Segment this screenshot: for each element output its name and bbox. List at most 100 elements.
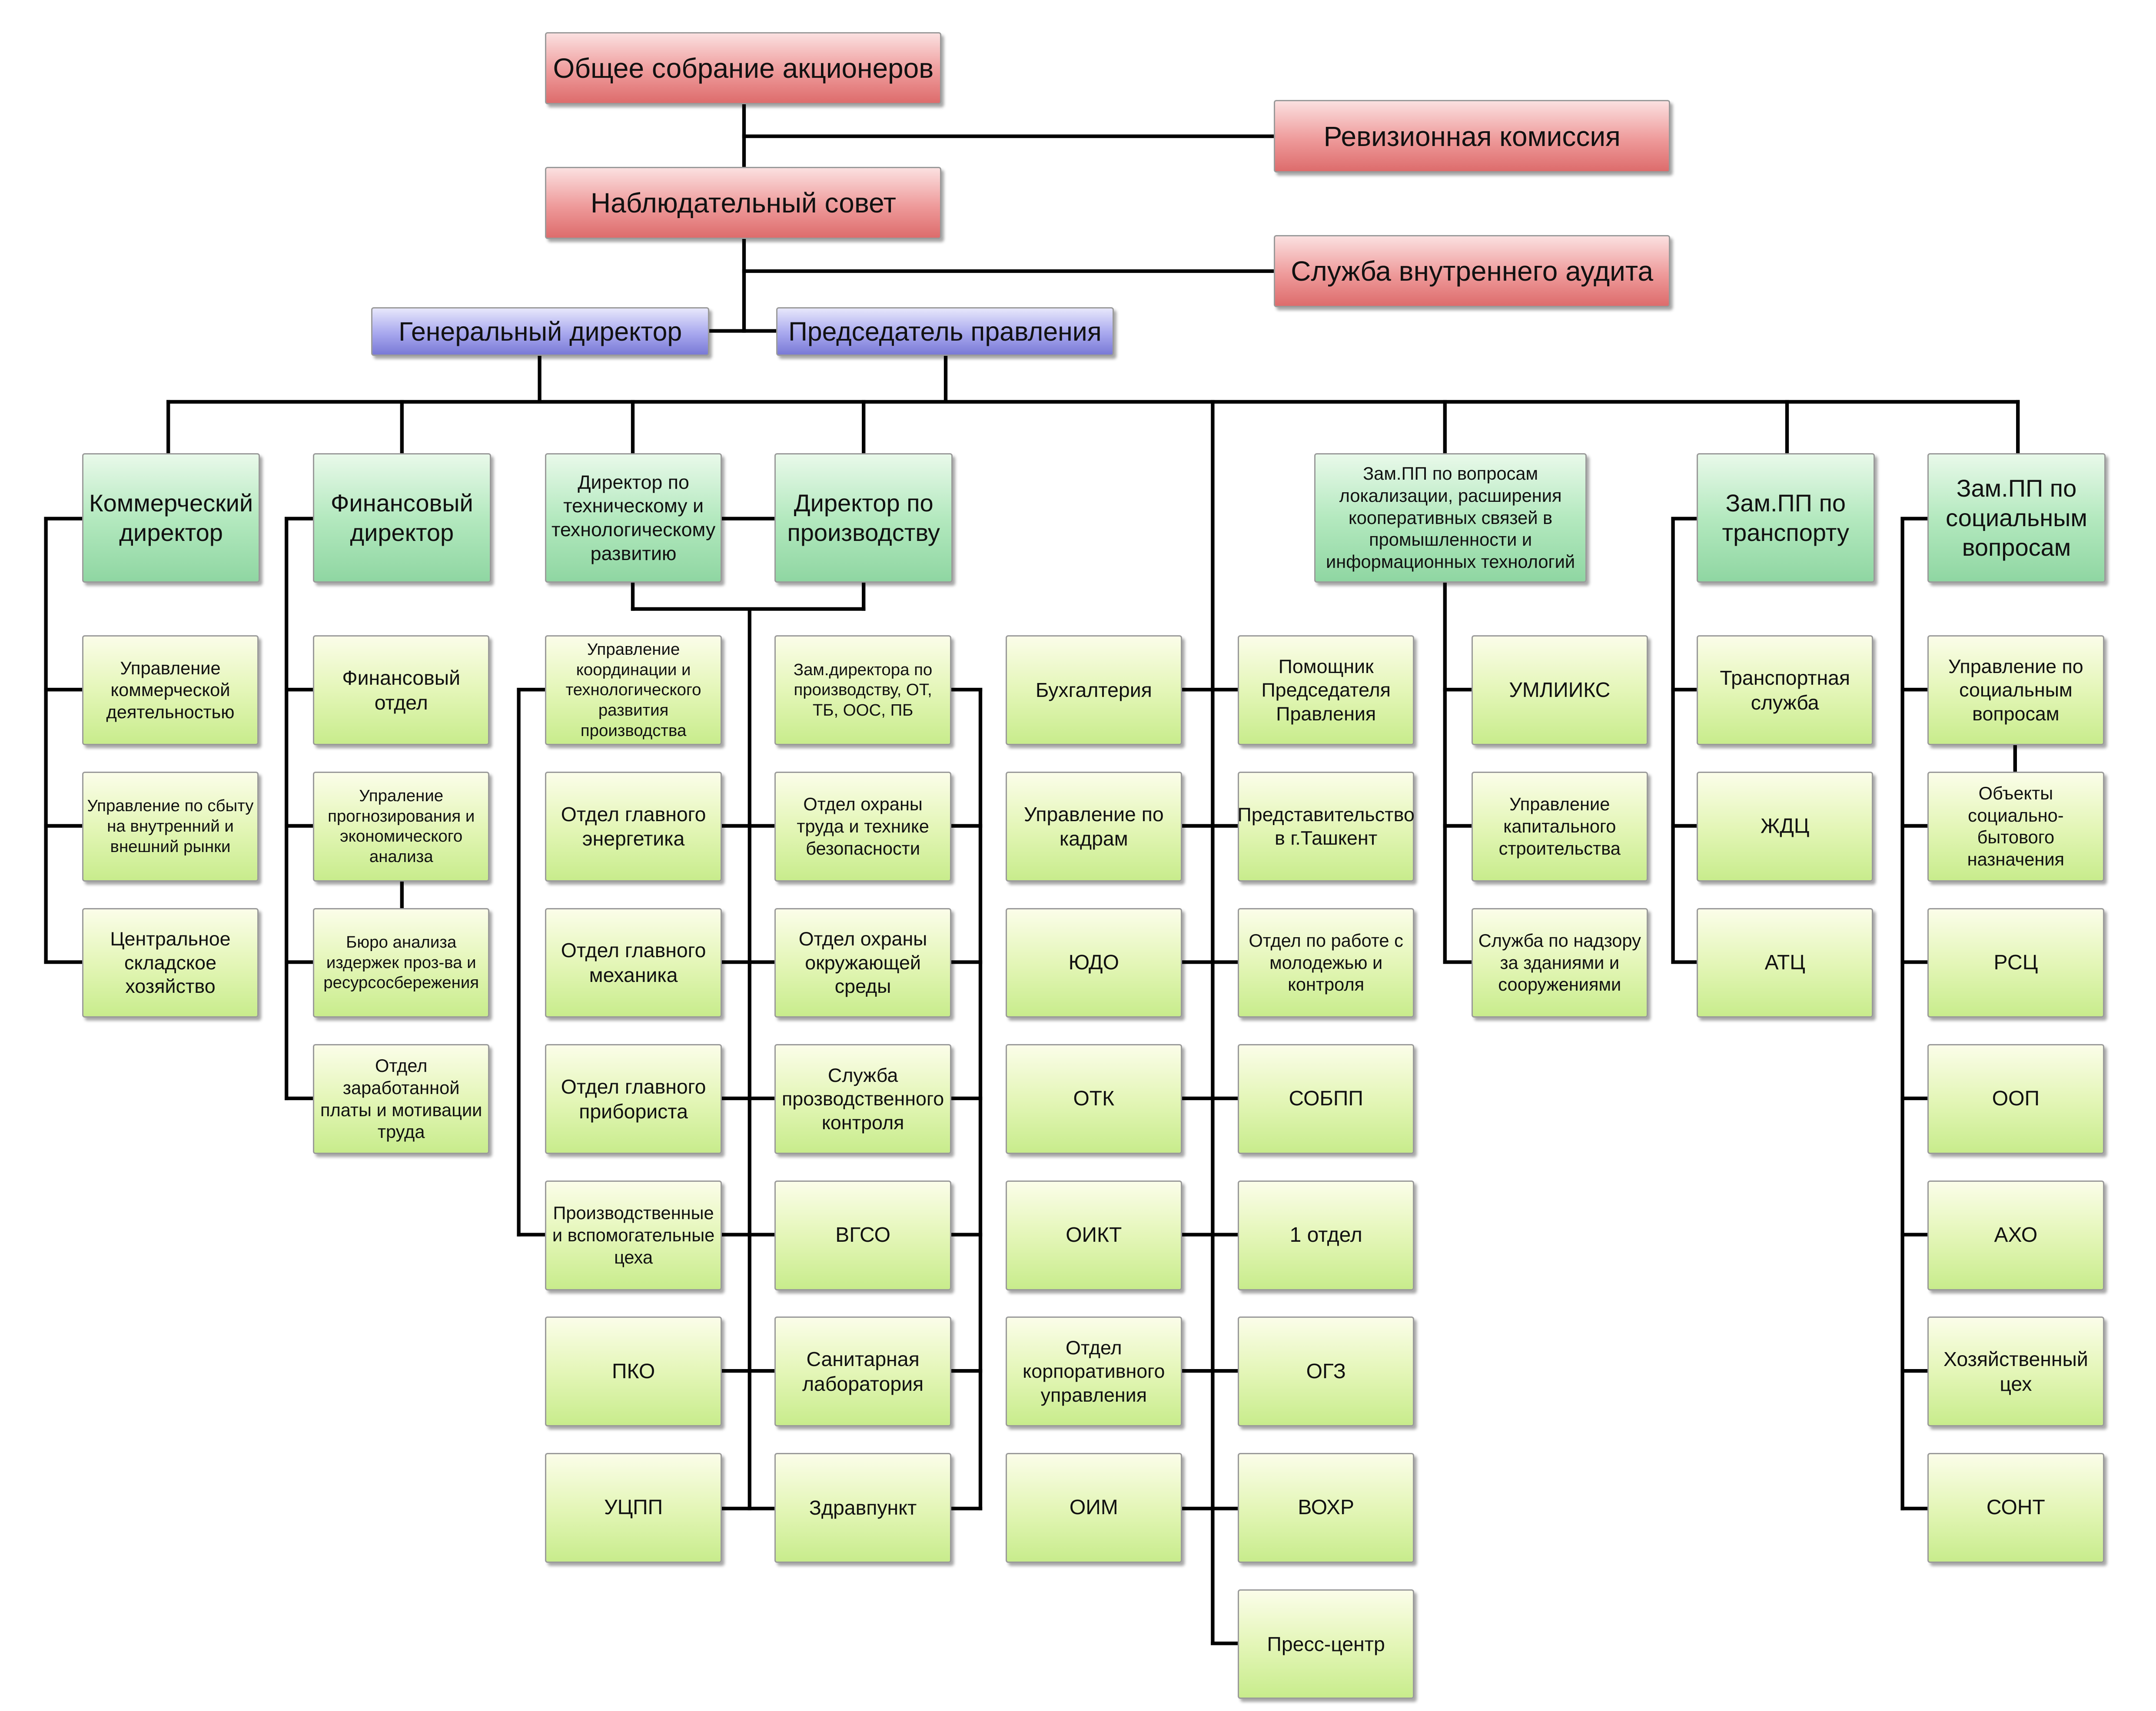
localization-unit-1-label: УМЛИИКС — [1509, 678, 1611, 702]
technical-unit-7-label: УЦПП — [604, 1496, 663, 1519]
finance-unit-4: Отдел заработанной платы и мотивации тру… — [313, 1044, 490, 1154]
chairman_direct_right-unit-1-label: Помощник Председателя Правления — [1261, 655, 1391, 725]
technical-unit-2-label: Отдел главного энергетика — [561, 802, 706, 850]
chairman_direct_left-unit-6-label: Отдел корпоративного управления — [1023, 1336, 1165, 1406]
production-unit-4: Служба прозводственного контроля — [774, 1044, 951, 1154]
production-unit-6-label: Санитарная лаборатория — [802, 1348, 924, 1395]
production-unit-4-label: Служба прозводственного контроля — [781, 1064, 944, 1134]
production-unit-7: Здравпункт — [774, 1453, 951, 1563]
head-localization: Зам.ПП по вопросам локализации, расширен… — [1314, 453, 1587, 583]
technical-unit-1-label: Управление координации и технологическог… — [565, 640, 701, 740]
finance-unit-2: Упраление прогнозирования и экономическо… — [313, 772, 490, 882]
finance-unit-2-label: Упраление прогнозирования и экономическо… — [328, 786, 475, 866]
general-director-box-label: Генеральный директор — [399, 317, 682, 347]
social-unit-3-label: РСЦ — [1993, 951, 2038, 974]
technical-unit-4: Отдел главного прибориста — [545, 1044, 722, 1154]
chairman_direct_right-unit-5: 1 отдел — [1238, 1180, 1415, 1290]
chairman_direct_right-unit-8-label: Пресс-центр — [1267, 1632, 1385, 1655]
head-transport-label: Зам.ПП по транспорту — [1722, 489, 1850, 546]
head-production: Директор по производству — [774, 453, 953, 583]
board-chairman-box: Председатель правления — [776, 307, 1114, 356]
chairman_direct_left-unit-3-label: ЮДО — [1068, 951, 1119, 974]
technical-unit-1: Управление координации и технологическог… — [545, 635, 722, 746]
production-unit-5: ВГСО — [774, 1180, 951, 1290]
head-production-label: Директор по производству — [787, 489, 940, 546]
commercial-unit-2-label: Управление по сбыту на внутренний и внеш… — [87, 796, 254, 856]
production-unit-1: Зам.директора по производству, ОТ, ТБ, О… — [774, 635, 951, 746]
head-finance: Финансовый директор — [313, 453, 491, 583]
chairman_direct_right-unit-6: ОГЗ — [1238, 1316, 1415, 1427]
localization-unit-2: Управление капитального строительства — [1471, 772, 1648, 882]
social-unit-7: СОНТ — [1927, 1453, 2104, 1563]
chairman_direct_right-unit-3-label: Отдел по работе с молодежью и контроля — [1249, 930, 1403, 995]
localization-unit-2-label: Управление капитального строительства — [1498, 794, 1621, 859]
shareholders-box: Общее собрание акционеров — [545, 32, 942, 104]
technical-unit-3-label: Отдел главного механика — [561, 939, 706, 986]
chairman_direct_left-unit-3: ЮДО — [1005, 908, 1182, 1018]
commercial-unit-1-label: Управление коммерческой деятельностью — [106, 657, 235, 723]
commercial-unit-2: Управление по сбыту на внутренний и внеш… — [82, 772, 259, 882]
chairman_direct_right-unit-4-label: СОБПП — [1289, 1087, 1363, 1111]
chairman_direct_right-unit-2-label: Представительство в г.Ташкент — [1237, 803, 1415, 849]
chairman_direct_right-unit-4: СОБПП — [1238, 1044, 1415, 1154]
production-unit-2-label: Отдел охраны труда и технике безопасност… — [797, 794, 929, 859]
technical-unit-6: ПКО — [545, 1316, 722, 1427]
chairman_direct_left-unit-7-label: ОИМ — [1069, 1496, 1118, 1519]
head-social-label: Зам.ПП по социальным вопросам — [1946, 474, 2087, 561]
technical-unit-7: УЦПП — [545, 1453, 722, 1563]
chairman_direct_left-unit-4: ОТК — [1005, 1044, 1182, 1154]
chairman_direct_right-unit-3: Отдел по работе с молодежью и контроля — [1238, 908, 1415, 1018]
board-chairman-box-label: Председатель правления — [788, 317, 1102, 347]
finance-unit-3: Бюро анализа издержек проз-ва и ресурсос… — [313, 908, 490, 1018]
chairman_direct_right-unit-7-label: ВОХР — [1298, 1496, 1355, 1519]
social-unit-2: Объекты социально-бытового назначения — [1927, 772, 2104, 882]
head-technical: Директор по техническому и технологическ… — [545, 453, 722, 583]
production-unit-6: Санитарная лаборатория — [774, 1316, 951, 1427]
finance-unit-3-label: Бюро анализа издержек проз-ва и ресурсос… — [323, 932, 479, 992]
head-technical-label: Директор по техническому и технологическ… — [551, 471, 716, 564]
localization-unit-1: УМЛИИКС — [1471, 635, 1648, 746]
social-unit-1-label: Управление по социальным вопросам — [1948, 655, 2083, 725]
production-unit-7-label: Здравпункт — [809, 1496, 917, 1519]
chairman_direct_left-unit-6: Отдел корпоративного управления — [1005, 1316, 1182, 1427]
finance-unit-1-label: Финансовый отдел — [342, 666, 461, 714]
audit-commission-box: Ревизионная комиссия — [1274, 100, 1671, 172]
social-unit-4-label: ООП — [1992, 1087, 2040, 1111]
technical-unit-2: Отдел главного энергетика — [545, 772, 722, 882]
chairman_direct_right-unit-6-label: ОГЗ — [1306, 1360, 1346, 1383]
chairman_direct_left-unit-4-label: ОТК — [1073, 1087, 1115, 1111]
social-unit-5: АХО — [1927, 1180, 2104, 1290]
social-unit-4: ООП — [1927, 1044, 2104, 1154]
technical-unit-3: Отдел главного механика — [545, 908, 722, 1018]
social-unit-6-label: Хозяйственный цех — [1943, 1348, 2088, 1395]
social-unit-7-label: СОНТ — [1986, 1496, 2045, 1519]
chairman_direct_left-unit-1-label: Бухгалтерия — [1035, 679, 1152, 702]
audit-commission-box-label: Ревизионная комиссия — [1323, 120, 1621, 152]
social-unit-6: Хозяйственный цех — [1927, 1316, 2104, 1427]
head-social: Зам.ПП по социальным вопросам — [1927, 453, 2106, 583]
technical-unit-4-label: Отдел главного прибориста — [561, 1075, 706, 1123]
chairman_direct_left-unit-5-label: ОИКТ — [1066, 1223, 1122, 1247]
chairman_direct_right-unit-2: Представительство в г.Ташкент — [1237, 772, 1415, 882]
transport-unit-1: Транспортная служба — [1697, 635, 1874, 746]
head-commercial-label: Коммерческий директор — [89, 489, 253, 546]
chairman_direct_left-unit-7: ОИМ — [1005, 1453, 1182, 1563]
chairman_direct_right-unit-7: ВОХР — [1238, 1453, 1415, 1563]
technical-unit-5: Производственные и вспомогательные цеха — [545, 1180, 722, 1290]
head-finance-label: Финансовый директор — [330, 489, 473, 546]
internal-audit-box: Служба внутреннего аудита — [1274, 235, 1671, 308]
transport-unit-2-label: ЖДЦ — [1761, 815, 1810, 838]
social-unit-3: РСЦ — [1927, 908, 2104, 1018]
head-transport: Зам.ПП по транспорту — [1697, 453, 1875, 583]
chairman_direct_left-unit-5: ОИКТ — [1005, 1180, 1182, 1290]
transport-unit-3: АТЦ — [1697, 908, 1874, 1018]
commercial-unit-3: Центральное складское хозяйство — [82, 908, 259, 1018]
head-commercial: Коммерческий директор — [82, 453, 260, 583]
social-unit-5-label: АХО — [1994, 1223, 2038, 1247]
production-unit-5-label: ВГСО — [835, 1223, 890, 1247]
social-unit-1: Управление по социальным вопросам — [1927, 635, 2104, 746]
commercial-unit-3-label: Центральное складское хозяйство — [110, 928, 231, 998]
production-unit-3-label: Отдел охраны окружающей среды — [798, 928, 927, 998]
